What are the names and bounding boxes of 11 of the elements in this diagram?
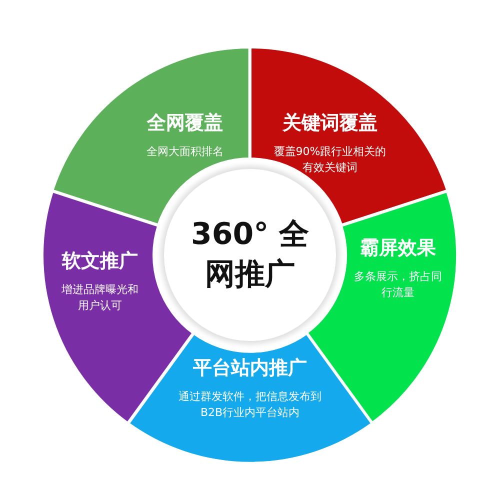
segment-heading: 软文推广 [60,248,139,274]
segment-description: 增进品牌曝光和用户认可 [60,282,140,314]
segment-heading: 平台站内推广 [192,356,308,381]
segment-description: 覆盖90%跟行业相关的有效关键词 [272,144,388,176]
segment-heading: 关键词覆盖 [281,111,378,136]
center-title: 360° 全网推广 [190,216,310,294]
segment-heading: 霸屏效果 [358,236,437,261]
segment-description: 多条展示，挤占同行流量 [352,268,443,301]
segment-heading: 全网覆盖 [146,111,224,136]
segment-description: 通过群发软件，把信息发布到B2B行业内平台站内 [177,388,322,421]
segment-description: 全网大面积排名 [145,144,224,160]
